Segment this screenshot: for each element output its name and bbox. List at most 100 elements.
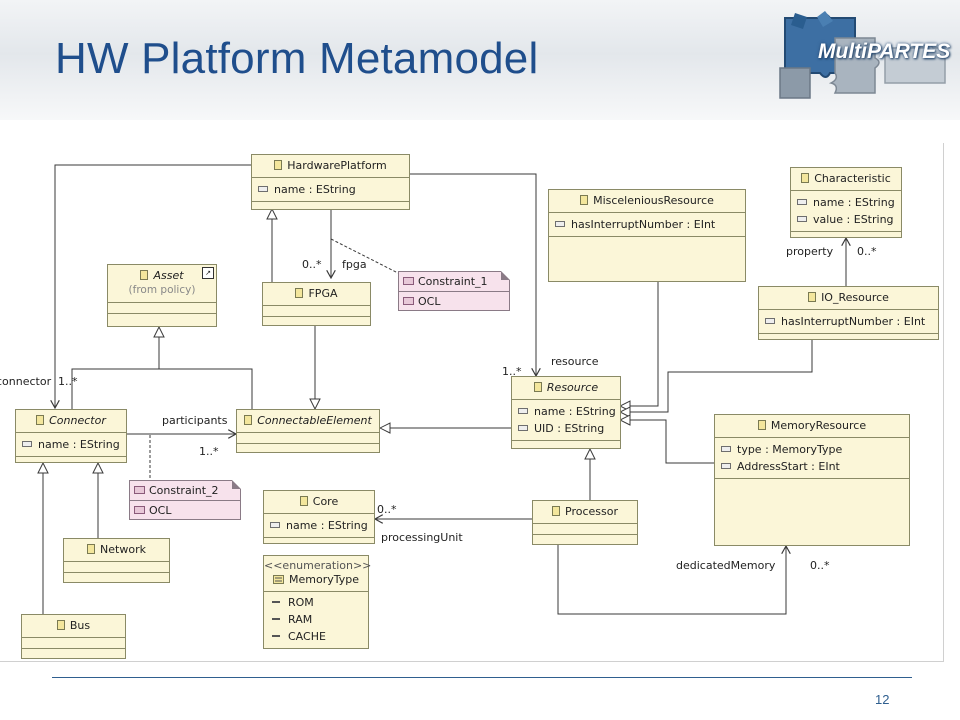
class-icon (757, 420, 766, 430)
note-corner (232, 480, 241, 489)
class-icon (295, 288, 304, 298)
label-processing-unit-role: processingUnit (381, 531, 463, 544)
enum-stereotype: <<enumeration>> (264, 559, 372, 572)
attribute-icon (518, 425, 528, 431)
attribute-icon (22, 441, 32, 447)
label-fpga-multiplicity: 0..* (302, 258, 322, 271)
literal-icon (272, 601, 280, 603)
label-dedicated-memory-role: dedicatedMemory (676, 559, 776, 572)
class-name: MemoryResource (770, 419, 867, 432)
constraint-body: OCL (418, 295, 441, 308)
label-participants-role: participants (162, 414, 228, 427)
class-name: Network (100, 543, 146, 556)
enumeration-icon (272, 575, 284, 584)
class-bus[interactable]: Bus (21, 614, 126, 659)
label-property-role: property (786, 245, 834, 258)
enum-memory-type[interactable]: <<enumeration>> MemoryType ROM RAM CACHE (263, 555, 372, 649)
literal-icon (272, 635, 280, 637)
class-io-resource[interactable]: IO_Resource hasInterruptNumber : EInt (758, 286, 939, 340)
class-name: Asset (153, 269, 184, 282)
class-characteristic[interactable]: Characteristic name : EString value : ES… (790, 167, 902, 238)
constraint-2[interactable]: Constraint_2 OCL (129, 480, 241, 520)
enum-name: MemoryType (288, 573, 359, 586)
label-property-multiplicity: 0..* (857, 245, 877, 258)
label-connector-multiplicity: 1..* (58, 375, 78, 388)
class-hardware-platform[interactable]: HardwarePlatform name : EString (251, 154, 410, 210)
edge-platform-connector (55, 165, 251, 408)
class-icon (299, 496, 308, 506)
edge-processor-memory (557, 545, 786, 615)
class-resource[interactable]: Resource name : EString UID : EString (511, 376, 621, 449)
note-corner (501, 271, 510, 280)
class-icon (36, 415, 45, 425)
class-name: MisceleniousResource (593, 194, 714, 207)
attribute: hasInterruptNumber : EInt (571, 218, 716, 231)
class-icon (801, 173, 810, 183)
label-connector-role: connector (0, 375, 52, 388)
attribute-icon (555, 221, 565, 227)
class-name: HardwarePlatform (287, 159, 387, 172)
attribute: hasInterruptNumber : EInt (781, 315, 926, 328)
label-participants-multiplicity: 1..* (199, 445, 219, 458)
constraint-1[interactable]: Constraint_1 OCL (398, 271, 510, 311)
edge-memory-generalization (620, 420, 714, 464)
edge-misc-generalization (620, 282, 659, 406)
multipartes-logo (779, 11, 946, 99)
label-resource-multiplicity: 1..* (502, 365, 522, 378)
class-name: FPGA (308, 287, 338, 300)
class-icon (808, 292, 817, 302)
enum-literal: RAM (288, 613, 313, 626)
attribute: AddressStart : EInt (737, 460, 840, 473)
class-memory-resource[interactable]: MemoryResource type : MemoryType Address… (714, 414, 910, 546)
attribute-icon (258, 186, 268, 192)
class-connectable-element[interactable]: ConnectableElement (236, 409, 380, 453)
logo-text: MultiPARTES (818, 40, 951, 63)
attribute-icon (270, 522, 280, 528)
label-memory-multiplicity: 0..* (810, 559, 830, 572)
attribute: type : MemoryType (737, 443, 843, 456)
label-fpga-role: fpga (342, 258, 367, 271)
label-resource-role: resource (551, 355, 599, 368)
attribute-icon (765, 318, 775, 324)
class-name: ConnectableElement (257, 414, 372, 427)
attribute: name : EString (274, 183, 356, 196)
class-name: Bus (69, 619, 91, 632)
class-processor[interactable]: Processor (532, 500, 638, 545)
class-name: IO_Resource (821, 291, 889, 304)
ocl-icon (134, 506, 145, 514)
attribute: name : EString (813, 196, 895, 209)
attribute: value : EString (813, 213, 894, 226)
constraint-icon (134, 486, 145, 494)
class-asset[interactable]: ↗ Asset (from policy) (107, 264, 217, 327)
class-icon (87, 544, 96, 554)
label-core-multiplicity: 0..* (377, 503, 397, 516)
edge-asset-generalization (71, 327, 253, 409)
ocl-icon (403, 297, 414, 305)
attribute: name : EString (38, 438, 120, 451)
attribute-icon (721, 446, 731, 452)
class-miscelenious-resource[interactable]: MisceleniousResource hasInterruptNumber … (548, 189, 746, 282)
class-icon (274, 160, 283, 170)
attribute-icon (721, 463, 731, 469)
class-fpga[interactable]: FPGA (262, 282, 371, 326)
constraint-icon (403, 277, 414, 285)
class-connector[interactable]: Connector name : EString (15, 409, 127, 463)
attribute: name : EString (534, 405, 616, 418)
external-link-icon: ↗ (202, 267, 214, 279)
edge-io-generalization (620, 340, 813, 412)
class-icon (580, 195, 589, 205)
page-number: 12 (875, 692, 890, 707)
class-network[interactable]: Network (63, 538, 170, 583)
constraint-body: OCL (149, 504, 172, 517)
slide-title: HW Platform Metamodel (55, 34, 539, 83)
class-icon (140, 270, 149, 280)
class-name: Resource (546, 381, 599, 394)
class-name: Characteristic (814, 172, 891, 185)
constraint-name: Constraint_1 (418, 275, 488, 288)
literal-icon (272, 618, 280, 620)
class-name: Connector (49, 414, 106, 427)
class-icon (56, 620, 65, 630)
class-subtitle: (from policy) (128, 284, 196, 296)
class-core[interactable]: Core name : EString (263, 490, 375, 544)
